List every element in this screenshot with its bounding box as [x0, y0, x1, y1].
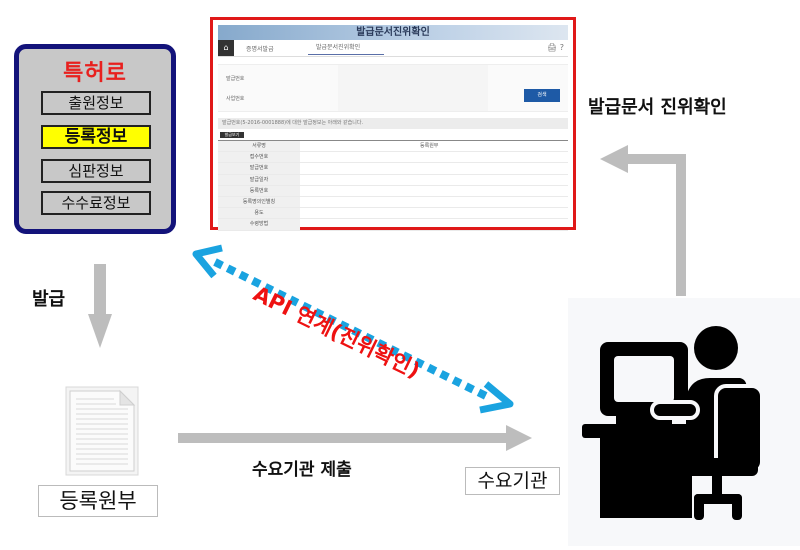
nav-certificate-issue[interactable]: 증명서발급 — [246, 46, 274, 53]
print-help-icons[interactable]: 🖨 ? — [547, 43, 564, 52]
verify-arrow — [600, 145, 686, 296]
home-icon[interactable]: ⌂ — [218, 40, 234, 56]
verification-input-area[interactable] — [338, 65, 488, 111]
document-icon — [65, 386, 139, 476]
menu-fee-info[interactable]: 수수료정보 — [41, 191, 151, 215]
verification-page-screenshot: 발급문서진위확인 ⌂ 증명서발급 발급문서진위확인 🖨 ? 발급번호 사업번호 … — [210, 17, 576, 231]
menu-registration-info[interactable]: 등록정보 — [41, 125, 151, 149]
verification-form: 발급번호 사업번호 검색 — [218, 64, 568, 112]
issue-caption: 발급 — [32, 289, 66, 310]
submit-caption: 수요기관 제출 — [252, 460, 352, 480]
table-row: 등록번호 — [218, 185, 568, 197]
table-row: 접수번호 — [218, 152, 568, 164]
table-row: 발급일자 — [218, 174, 568, 186]
menu-application-info[interactable]: 출원정보 — [41, 91, 151, 115]
registration-document-label: 등록원부 — [38, 485, 158, 517]
api-double-arrow — [192, 244, 514, 414]
table-row: 수령방법 — [218, 219, 568, 231]
verify-caption: 발급문서 진위확인 — [588, 97, 727, 118]
submit-arrow — [178, 425, 532, 451]
menu-trial-info[interactable]: 심판정보 — [41, 159, 151, 183]
agency-label: 수요기관 — [465, 467, 560, 495]
search-button[interactable]: 검색 — [524, 89, 560, 102]
patent-portal-title: 특허로 — [63, 61, 127, 86]
agency-panel — [568, 298, 800, 546]
view-issue-button[interactable]: 발급보기 — [220, 132, 244, 138]
nav-document-verify[interactable]: 발급문서진위확인 — [308, 40, 384, 55]
issue-number-label: 발급번호 — [226, 76, 245, 82]
table-row: 발급번호 — [218, 163, 568, 175]
verification-page-nav: ⌂ 증명서발급 발급문서진위확인 🖨 ? — [218, 40, 568, 57]
table-row: 등록명의인별칭 — [218, 196, 568, 209]
patent-portal-panel: 특허로 출원정보 등록정보 심판정보 수수료정보 — [14, 44, 176, 234]
person-at-computer-icon — [582, 326, 764, 520]
result-notice: 발급번호(5-2016-0001888)에 대한 발급정보는 아래와 같습니다. — [218, 118, 568, 129]
verification-page-title: 발급문서진위확인 — [218, 25, 568, 40]
issue-arrow — [88, 264, 112, 348]
business-number-label: 사업번호 — [226, 96, 245, 102]
table-row: 용도 — [218, 208, 568, 220]
